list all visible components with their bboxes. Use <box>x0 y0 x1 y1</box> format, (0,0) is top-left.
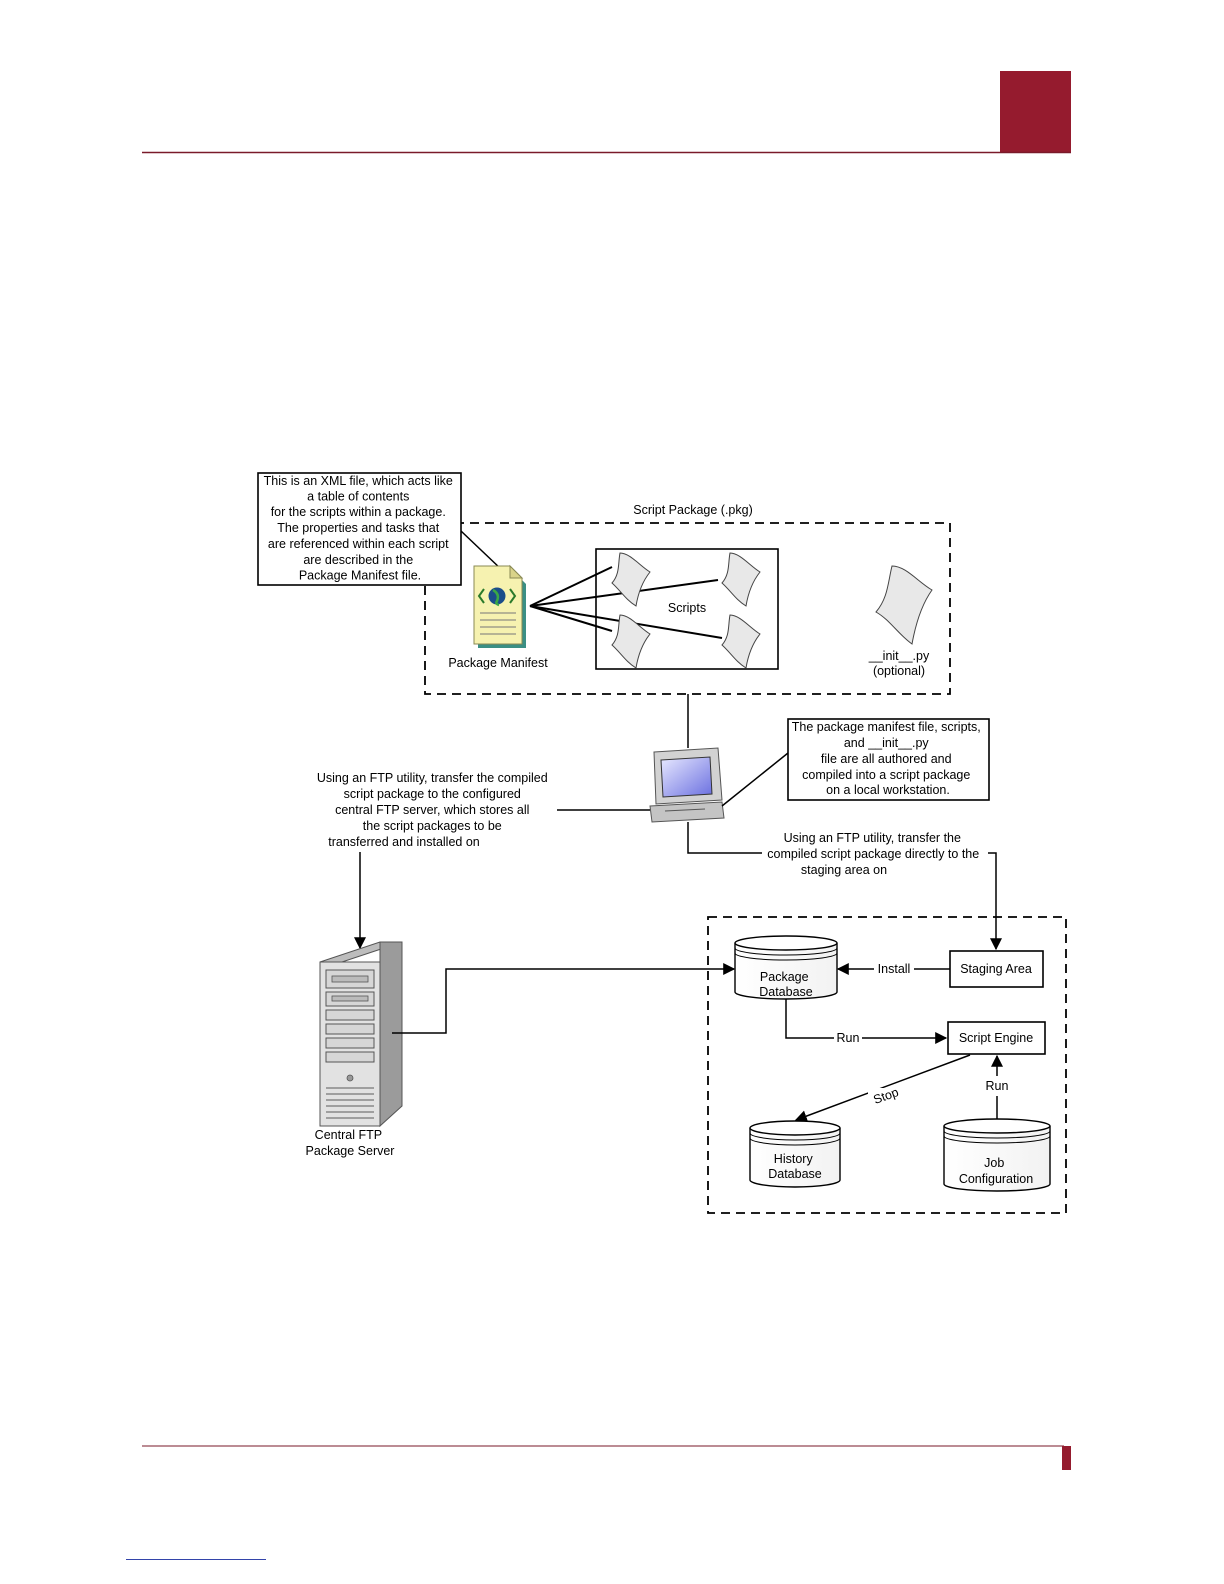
database-cylinder-icon <box>943 1118 1051 1134</box>
target-system-boundary <box>707 916 1067 1214</box>
database-cylinder-icon <box>734 935 838 951</box>
ftp-server-tower-icon <box>319 941 403 1128</box>
run-engine-edge-label: Run <box>837 1031 860 1045</box>
workstation-to-staging-path-left <box>687 822 762 854</box>
script-scroll-icon <box>721 552 761 607</box>
stop-label-bg <box>868 1088 904 1102</box>
workstation-to-staging-arrow <box>988 852 1002 951</box>
script-package-title: Script Package (.pkg) <box>633 503 753 517</box>
workstation-computer-icon <box>649 747 725 823</box>
run-engine-path <box>785 999 834 1039</box>
job-configuration-label: Job Configuration <box>959 1156 1033 1186</box>
direct-transfer-note: Using an FTP utility, transfer the compi… <box>767 831 982 877</box>
package-database-label: Package Database <box>759 970 813 999</box>
script-package-boundary <box>424 522 951 695</box>
init-file-label: __init__.py <box>868 649 930 663</box>
history-database-node <box>749 1120 841 1188</box>
ftp-transfer-note: Using an FTP utility, transfer the compi… <box>317 771 551 849</box>
workstation-note-leader <box>721 752 789 807</box>
init-file-optional: (optional) <box>873 664 925 678</box>
package-manifest-label: Package Manifest <box>448 656 548 670</box>
xml-document-icon <box>473 564 526 648</box>
database-cylinder-icon <box>749 1120 841 1136</box>
init-file-scroll-icon <box>875 565 933 645</box>
staging-area-label: Staging Area <box>960 962 1032 976</box>
server-to-package-db-arrow <box>392 963 736 1034</box>
run-job-edge-label: Run <box>986 1079 1009 1093</box>
workstation-note-box <box>787 718 990 801</box>
ftp-server-label: Central FTP Package Server <box>306 1128 395 1158</box>
manifest-note-leader <box>460 530 503 571</box>
header-accent-block <box>1000 71 1071 153</box>
history-database-label: History Database <box>768 1152 822 1181</box>
manifest-note-box <box>257 472 462 586</box>
script-scroll-icon <box>721 614 761 669</box>
workstation-note-text: The package manifest file, scripts, and … <box>792 720 984 797</box>
install-edge-label: Install <box>878 962 911 976</box>
manifest-note-text: This is an XML file, which acts like a t… <box>264 474 457 583</box>
stop-arrow <box>794 1054 971 1122</box>
scripts-label: Scripts <box>668 601 706 615</box>
script-engine-label: Script Engine <box>959 1031 1033 1045</box>
package-database-node <box>734 935 838 1000</box>
script-scroll-icon <box>611 614 651 669</box>
job-configuration-node <box>943 1118 1051 1192</box>
footer-accent-block <box>1062 1446 1071 1470</box>
script-engine-box <box>947 1021 1046 1055</box>
script-scroll-icon <box>611 552 651 607</box>
